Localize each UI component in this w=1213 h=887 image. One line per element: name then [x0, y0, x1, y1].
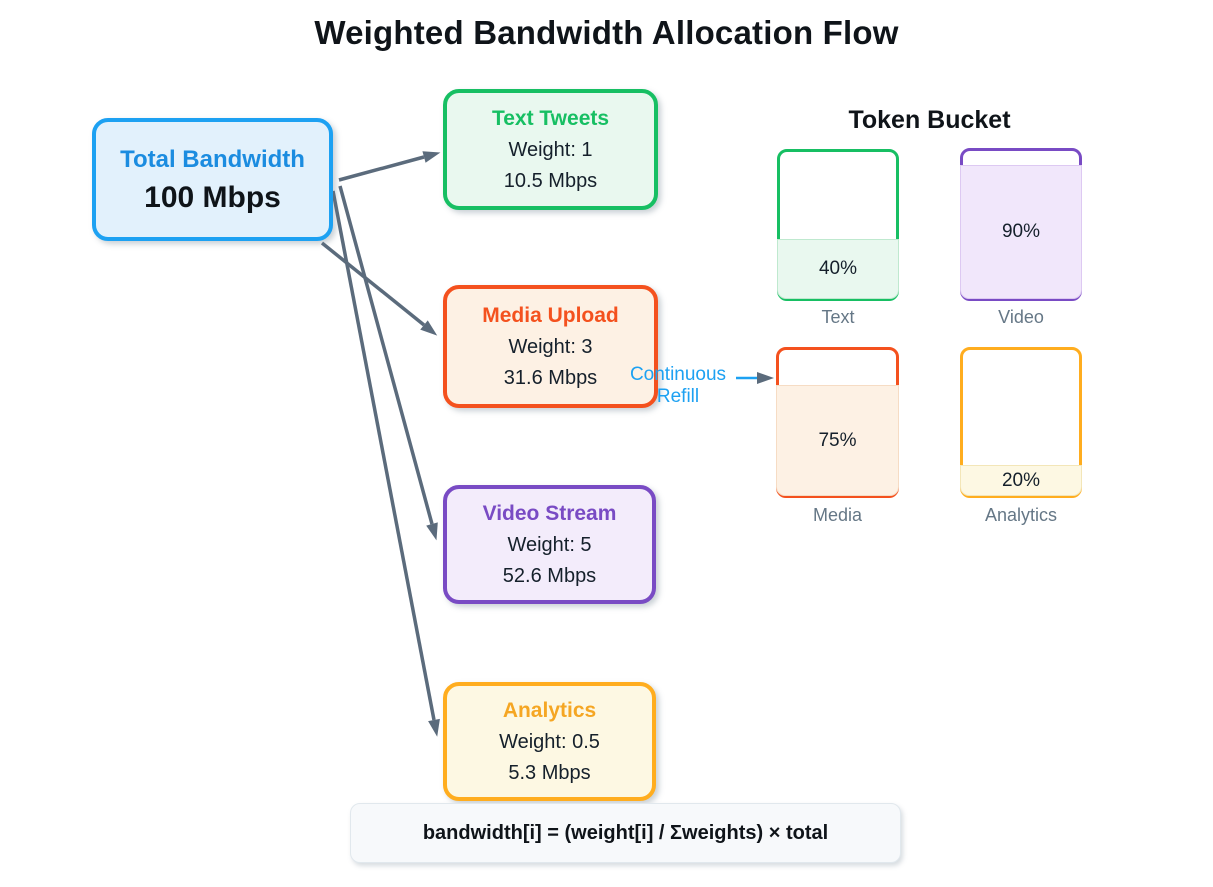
token-bucket-analytics: 20% [960, 347, 1082, 498]
flow-node-total-bandwidth: Total Bandwidth 100 Mbps [92, 118, 333, 241]
node-weight: Weight: 5 [507, 533, 592, 556]
node-title: Video Stream [482, 501, 617, 525]
node-value: 100 Mbps [144, 180, 281, 214]
node-bandwidth: 31.6 Mbps [503, 366, 598, 389]
node-weight: Weight: 0.5 [499, 730, 600, 753]
bucket-fill: 40% [777, 238, 899, 299]
node-weight: Weight: 1 [508, 138, 593, 161]
bucket-fill: 90% [960, 164, 1082, 299]
bucket-label-text: Text [821, 307, 855, 327]
formula-box: bandwidth[i] = (weight[i] / Σweights) × … [350, 803, 901, 863]
page-title: Weighted Bandwidth Allocation Flow [314, 14, 899, 51]
edge-total-to-media-upload [320, 241, 438, 336]
bucket-percent: 75% [818, 429, 857, 451]
bucket-label-analytics: Analytics [984, 505, 1058, 525]
flow-node-text-tweets: Text Tweets Weight: 1 10.5 Mbps [443, 89, 658, 210]
node-title: Total Bandwidth [120, 145, 305, 173]
formula-text: bandwidth[i] = (weight[i] / Σweights) × … [422, 821, 829, 844]
edge-total-to-analytics [331, 190, 440, 737]
bucket-label-video: Video [998, 307, 1044, 327]
edge-total-to-text-tweets [338, 151, 441, 182]
node-title: Analytics [502, 698, 597, 722]
node-title: Text Tweets [491, 106, 610, 130]
node-bandwidth: 5.3 Mbps [508, 761, 591, 784]
token-bucket-title: Token Bucket [848, 106, 1011, 134]
bucket-percent: 90% [1001, 220, 1041, 242]
node-bandwidth: 52.6 Mbps [502, 564, 597, 587]
bucket-percent: 40% [818, 257, 858, 279]
bucket-fill: 20% [960, 465, 1082, 496]
token-bucket-media: 75% [776, 347, 899, 498]
token-bucket-text: 40% [777, 149, 899, 301]
bucket-percent: 20% [1001, 469, 1041, 491]
node-title: Media Upload [482, 303, 619, 327]
node-bandwidth: 10.5 Mbps [503, 169, 598, 192]
flow-node-analytics: Analytics Weight: 0.5 5.3 Mbps [443, 682, 656, 801]
node-weight: Weight: 3 [508, 335, 593, 358]
token-bucket-video: 90% [960, 148, 1082, 301]
flow-node-media-upload: Media Upload Weight: 3 31.6 Mbps [443, 285, 658, 408]
flow-node-video-stream: Video Stream Weight: 5 52.6 Mbps [443, 485, 656, 604]
bucket-fill: 75% [776, 385, 899, 496]
edge-total-to-video-stream [338, 185, 438, 541]
bucket-label-media: Media [812, 505, 863, 525]
continuous-refill-label: Continuous Refill [629, 364, 727, 407]
